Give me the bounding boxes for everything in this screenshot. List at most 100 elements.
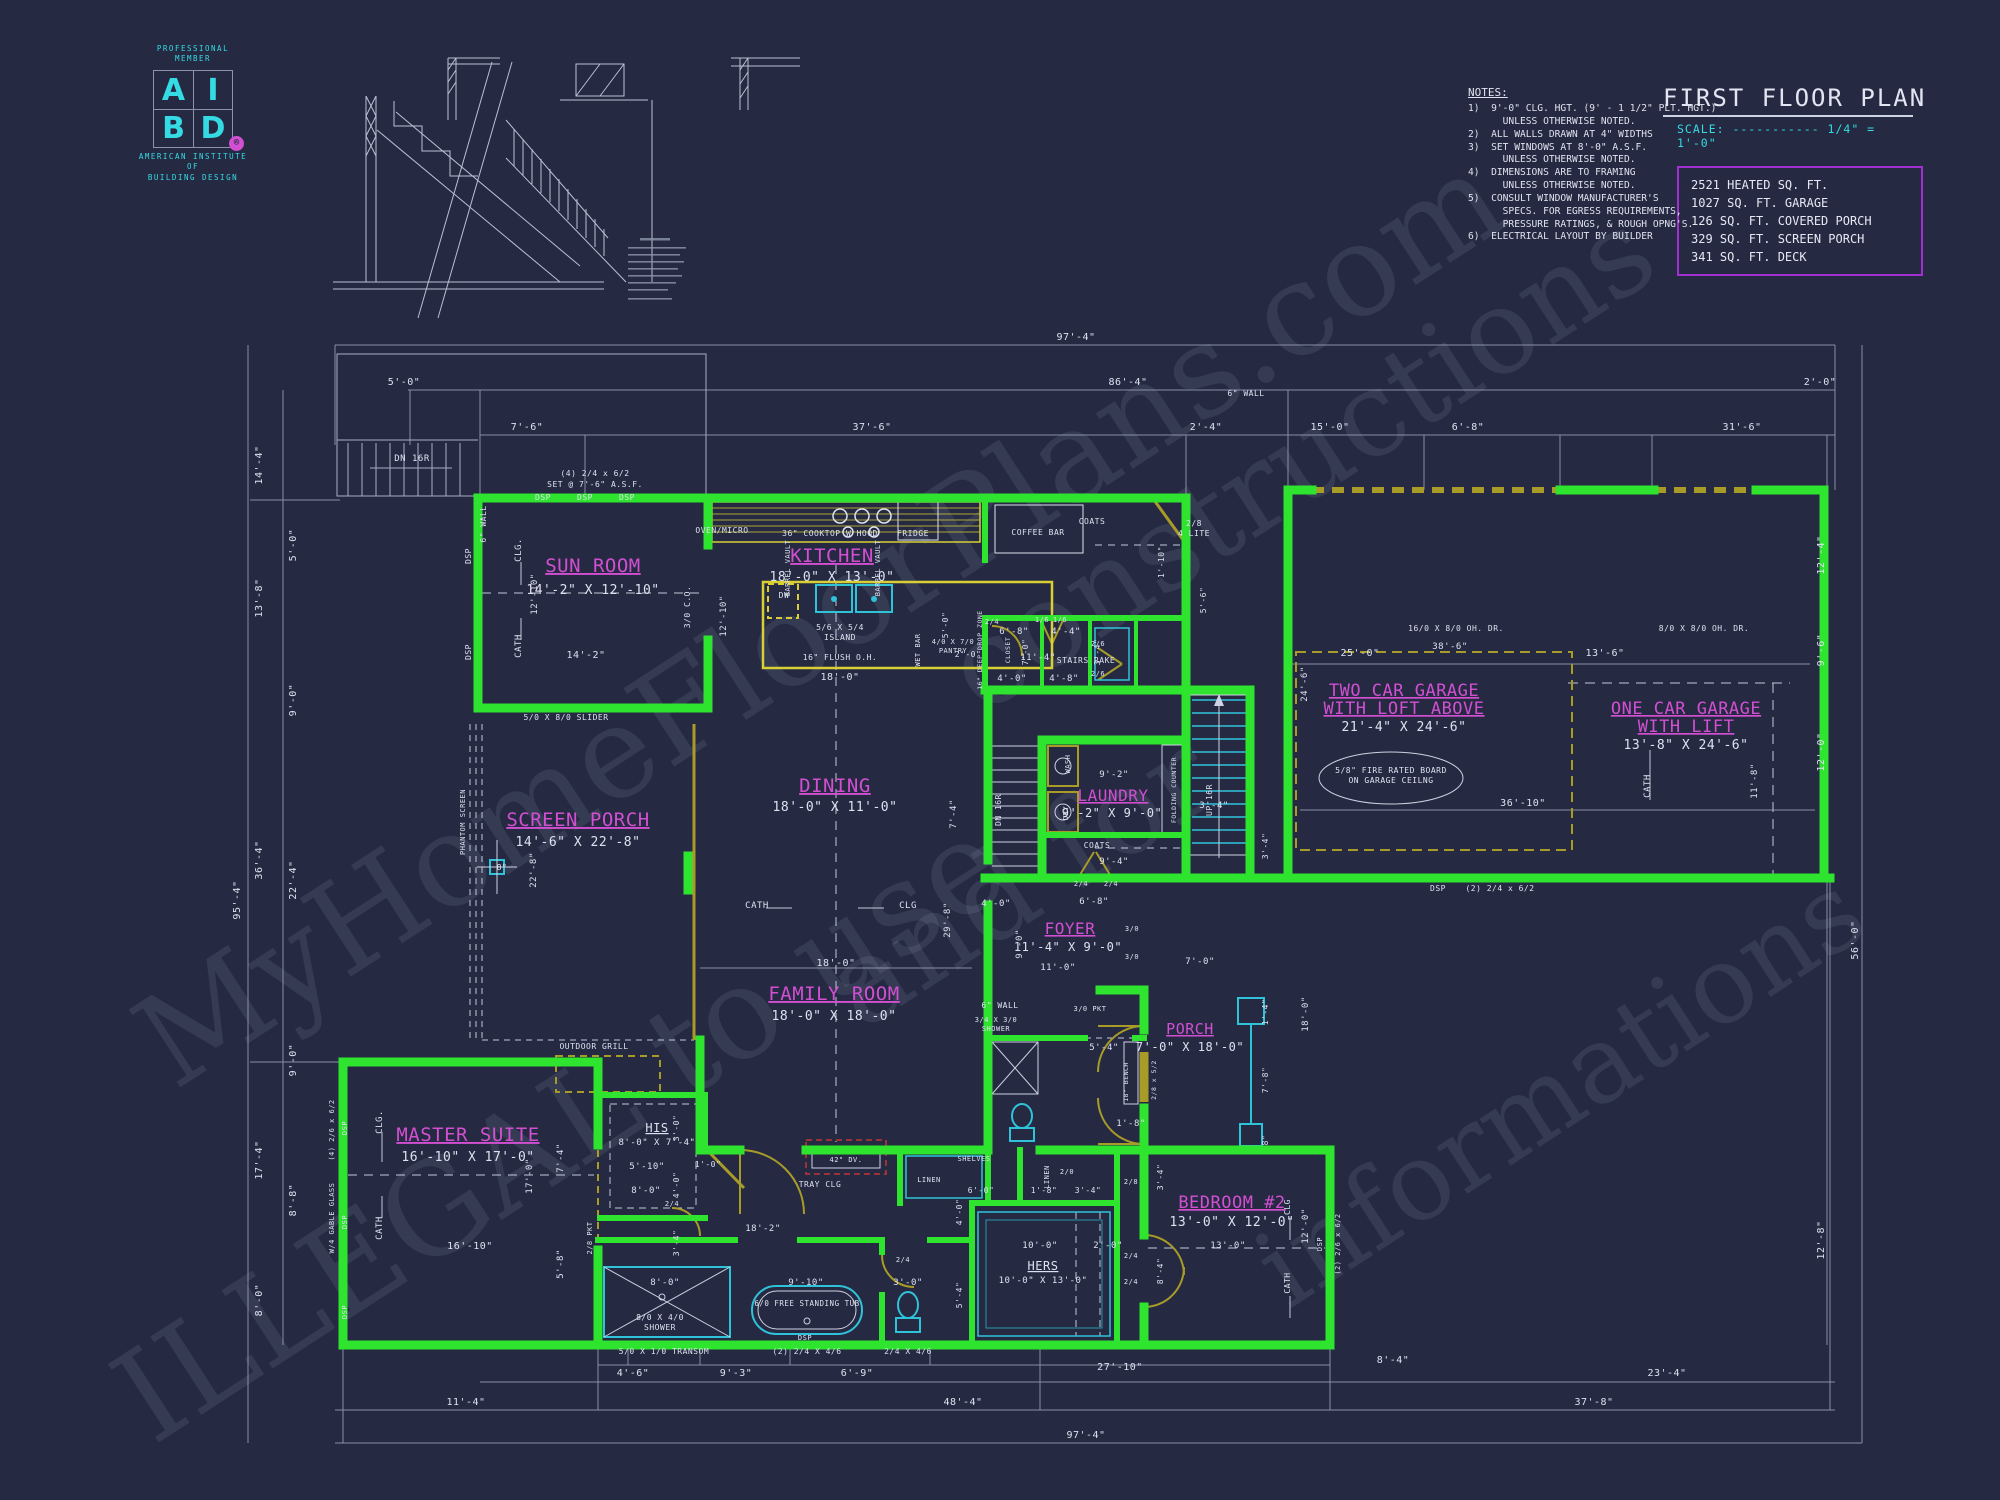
room-label: FAMILY ROOM	[768, 983, 899, 1005]
annotation-label: UP 16R	[1205, 784, 1214, 816]
annotation-label: 6" WALL	[479, 505, 488, 542]
area-line: 126 SQ. FT. COVERED PORCH	[1691, 214, 1872, 228]
annotation-label: 1'-4"	[1261, 999, 1270, 1026]
note-line: 4) DIMENSIONS ARE TO FRAMING	[1468, 167, 1636, 179]
annotation-label: 2/8	[1124, 1178, 1138, 1186]
room-label: WITH LOFT ABOVE	[1323, 699, 1484, 719]
annotation-label: 97'-4"	[1066, 1430, 1105, 1441]
annotation-label: 5/8" FIRE RATED BOARD	[1335, 766, 1447, 775]
annotation-label: 11'-4"	[1020, 653, 1056, 663]
annotation-label: (4) 2/6 x 6/2	[328, 1099, 336, 1160]
note-line: UNLESS OTHERWISE NOTED.	[1468, 115, 1636, 127]
annotation-label: 7'-0" X 18'-0"	[1136, 1040, 1244, 1054]
annotation-label: COATS	[1079, 517, 1106, 526]
annotation-label: DSP	[1316, 1237, 1324, 1251]
annotation-label: 2'-0"	[1804, 377, 1837, 388]
note-line: 2) ALL WALLS DRAWN AT 4" WIDTHS	[1468, 128, 1653, 140]
annotation-label: OVEN/MICRO	[695, 526, 748, 535]
annotation-label: 5/0 X 1/0 TRANSOM	[619, 1347, 709, 1356]
annotation-label: 29'-8"	[943, 902, 953, 938]
annotation-label: 14'-2" X 12'-10"	[526, 583, 659, 598]
note-line: 3) SET WINDOWS AT 8'-0" A.S.F.	[1468, 141, 1648, 153]
annotation-label: 7'-8"	[1261, 1067, 1270, 1094]
annotation-label: CLG	[1283, 1199, 1292, 1215]
annotation-label: 12'-0"	[1816, 732, 1827, 771]
annotation-layer: 97'-4"5'-0"86'-4"2'-0"7'-6"37'-6"2'-4"15…	[232, 332, 1861, 1441]
logo-member-line2: MEMBER	[174, 54, 212, 64]
annotation-label: 9'-0"	[1015, 929, 1025, 959]
annotation-label: 17'-0"	[525, 1158, 535, 1194]
annotation-label: 1'-0"	[695, 1160, 722, 1169]
room-label: MASTER SUITE	[396, 1124, 539, 1146]
annotation-label: 8'-8"	[288, 1184, 299, 1217]
annotation-label: 11'-4"	[446, 1397, 485, 1408]
annotation-label: 36" COOKTOP W HOOD	[782, 529, 878, 538]
area-line: 1027 SQ. FT. GARAGE	[1691, 196, 1829, 210]
annotation-label: ON GARAGE CEILNG	[1348, 776, 1433, 785]
annotation-label: 3/0	[1125, 925, 1139, 933]
annotation-label: 10'-0"	[1022, 1241, 1058, 1251]
annotation-label: COFFEE BAR	[1011, 528, 1064, 537]
annotation-label: 2/0	[1060, 1168, 1074, 1176]
annotation-label: LINEN	[917, 1176, 941, 1184]
room-label: ONE CAR GARAGE	[1611, 699, 1761, 719]
annotation-label: 18'-0" X 18'-0"	[772, 1009, 897, 1024]
logo-letter-i: I	[193, 71, 232, 110]
annotation-label: DSP	[577, 493, 593, 502]
annotation-label: 6'-8"	[999, 627, 1029, 637]
annotation-label: 3'-0"	[672, 1115, 681, 1142]
annotation-label: 8'-4"	[1377, 1355, 1410, 1366]
annotation-label: ISLAND	[824, 633, 856, 642]
annotation-label: 6'-8"	[1452, 422, 1485, 433]
annotation-label: 97'-4"	[1056, 332, 1095, 343]
annotation-label: 9'-2" X 9'-0"	[1062, 806, 1162, 820]
annotation-label: 12'-0"	[1301, 1208, 1311, 1244]
annotation-label: 7'-4"	[949, 799, 959, 829]
annotation-label: 2'-0"	[955, 650, 982, 659]
annotation-label: 21'-4" X 24'-6"	[1342, 720, 1467, 735]
annotation-label: 8'-0" X 7'-4"	[619, 1138, 696, 1148]
annotation-label: 2/6	[1091, 670, 1105, 678]
annotation-label: DSP	[341, 1305, 349, 1319]
annotation-label: 3'-4"	[1156, 1164, 1165, 1191]
annotation-label: OUTDOOR GRILL	[559, 1042, 628, 1051]
annotation-label: DSP	[464, 644, 473, 660]
annotation-label: 9'-3"	[720, 1368, 753, 1379]
annotation-label: 9'-10"	[788, 1278, 824, 1288]
room-label: PORCH	[1166, 1020, 1214, 1038]
annotation-label: 23'-4"	[1647, 1368, 1686, 1379]
annotation-label: 13'-0" X 12'-0"	[1170, 1215, 1295, 1230]
annotation-label: 5'-6"	[1199, 587, 1208, 614]
annotation-label: 4'-0"	[672, 1172, 681, 1199]
annotation-label: 12'-10"	[530, 573, 540, 614]
annotation-label: BARREL VAULT	[784, 539, 792, 596]
note-line: UNLESS OTHERWISE NOTED.	[1468, 180, 1636, 192]
annotation-label: PANTRY	[939, 647, 968, 655]
annotation-label: 16'-10" X 17'-0"	[401, 1150, 534, 1165]
note-line: SPECS. FOR EGRESS REQUIREMENTS,	[1468, 205, 1682, 217]
annotation-label: 2/4 X 4/6	[884, 1347, 932, 1356]
dimension-lines	[247, 344, 1863, 1444]
annotation-label: (2) 2/4 x 6/2	[1465, 884, 1534, 893]
annotation-label: 13'-6"	[1585, 648, 1624, 659]
annotation-label: 42" DV.	[829, 1156, 862, 1164]
annotation-label: 86'-4"	[1108, 377, 1147, 388]
annotation-label: DSP	[798, 1334, 812, 1342]
logo-institute-line1: AMERICAN INSTITUTE	[138, 152, 248, 162]
walls-layer	[338, 485, 1835, 1350]
annotation-label: 8'-0"	[650, 1278, 680, 1288]
annotation-label: 16'-10"	[447, 1241, 493, 1252]
annotation-label: 1/6	[1053, 616, 1067, 624]
annotation-label: 6" WALL	[1227, 389, 1264, 398]
annotation-label: 2/8	[1186, 519, 1202, 528]
annotation-label: 11'-4" X 9'-0"	[1014, 940, 1122, 954]
annotation-label: 6'-8"	[1079, 897, 1109, 907]
annotation-label: 18'-0" X 11'-0"	[773, 800, 898, 815]
annotation-label: 3'-4"	[1093, 639, 1102, 666]
annotation-label: 2/4	[985, 618, 999, 626]
annotation-label: 9'-6"	[1816, 634, 1827, 667]
annotation-label: 1/6	[1035, 616, 1049, 624]
room-label: LAUNDRY	[1078, 786, 1149, 805]
